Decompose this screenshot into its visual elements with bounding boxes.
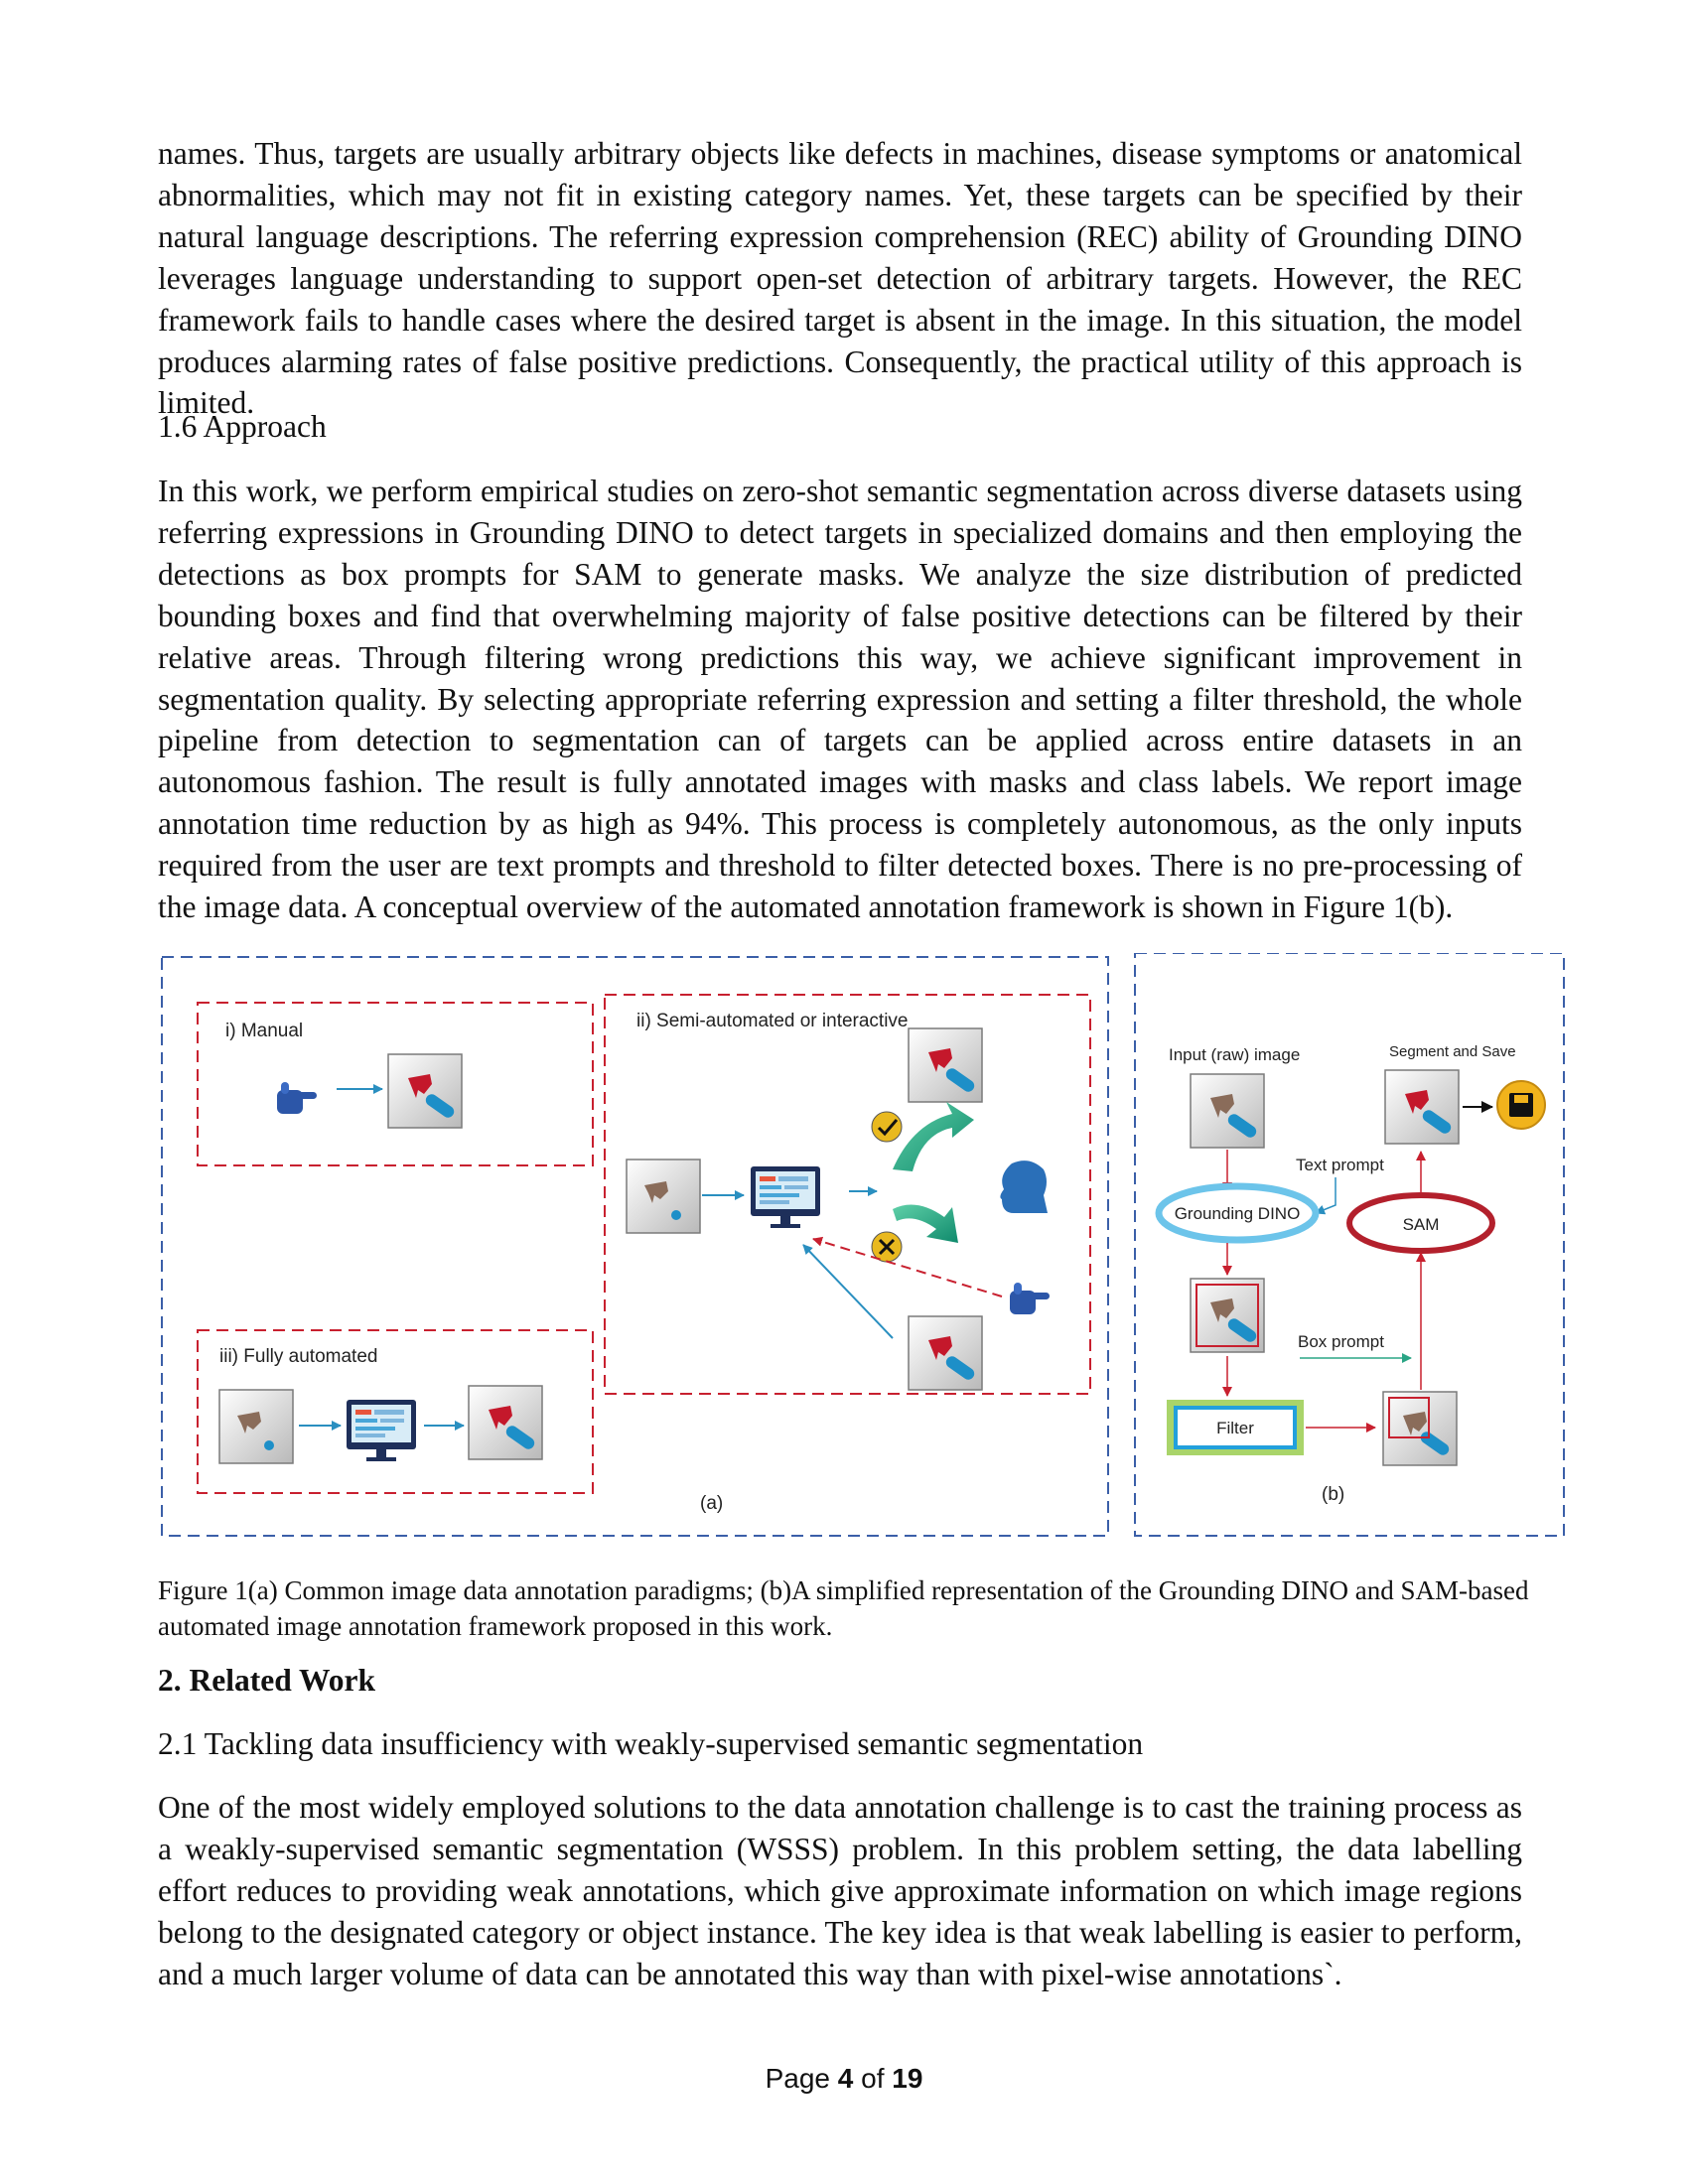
output-image-icon [1384, 1069, 1460, 1145]
section-heading: 2. Related Work [158, 1663, 376, 1698]
label-b: (b) [1322, 1484, 1344, 1505]
label-box-prompt: Box prompt [1298, 1332, 1384, 1351]
detected-box-image-icon [1190, 1278, 1265, 1353]
label-segment-save: Segment and Save [1389, 1043, 1516, 1060]
figure-1: i) Manual ii) Semi-automated or interact… [161, 953, 1565, 1537]
computer-icon [751, 1166, 820, 1228]
raw-image-icon [218, 1389, 294, 1464]
label-sam: SAM [1403, 1215, 1440, 1234]
footer-current-page: 4 [837, 2063, 854, 2094]
section-heading: 1.6 Approach [158, 409, 327, 444]
label-grounding-dino: Grounding DINO [1175, 1204, 1301, 1223]
annotated-image-icon [908, 1315, 983, 1391]
figure-caption: Figure 1(a) Common image data annotation… [158, 1575, 1529, 1641]
panel-a-frame [161, 956, 1109, 1537]
subsection-heading: 2.1 Tackling data insufficiency with wea… [158, 1726, 1144, 1761]
label-fully: iii) Fully automated [219, 1346, 377, 1367]
input-image-icon [1190, 1073, 1265, 1149]
label-manual: i) Manual [225, 1021, 303, 1041]
hand-icon [1010, 1283, 1050, 1314]
label-a: (a) [700, 1493, 723, 1514]
check-icon [877, 1119, 899, 1137]
panel-b-frame [1134, 953, 1565, 1537]
raw-image-icon [626, 1159, 701, 1234]
computer-icon [347, 1400, 416, 1461]
annotated-image-icon [908, 1027, 983, 1103]
page-footer: Page 4 of 19 [0, 2063, 1688, 2095]
body-paragraph: One of the most widely employed solution… [158, 1790, 1522, 1991]
hand-icon [277, 1082, 317, 1114]
grounding-dino-node [1155, 1182, 1320, 1244]
filtered-image-icon [1382, 1391, 1458, 1466]
label-input-image: Input (raw) image [1169, 1045, 1300, 1064]
body-paragraph: In this work, we perform empirical studi… [158, 474, 1522, 925]
label-filter: Filter [1216, 1419, 1254, 1437]
label-semi: ii) Semi-automated or interactive [636, 1011, 909, 1031]
footer-of-word: of [861, 2063, 885, 2094]
cross-icon [878, 1238, 896, 1256]
human-head-icon [1000, 1160, 1048, 1213]
label-text-prompt: Text prompt [1296, 1156, 1384, 1174]
footer-page-word: Page [765, 2063, 830, 2094]
annotated-image-icon [387, 1053, 463, 1129]
sam-node [1346, 1192, 1495, 1254]
footer-total-pages: 19 [892, 2063, 923, 2094]
body-paragraph: names. Thus, targets are usually arbitra… [158, 136, 1522, 421]
annotated-image-icon [468, 1385, 543, 1460]
